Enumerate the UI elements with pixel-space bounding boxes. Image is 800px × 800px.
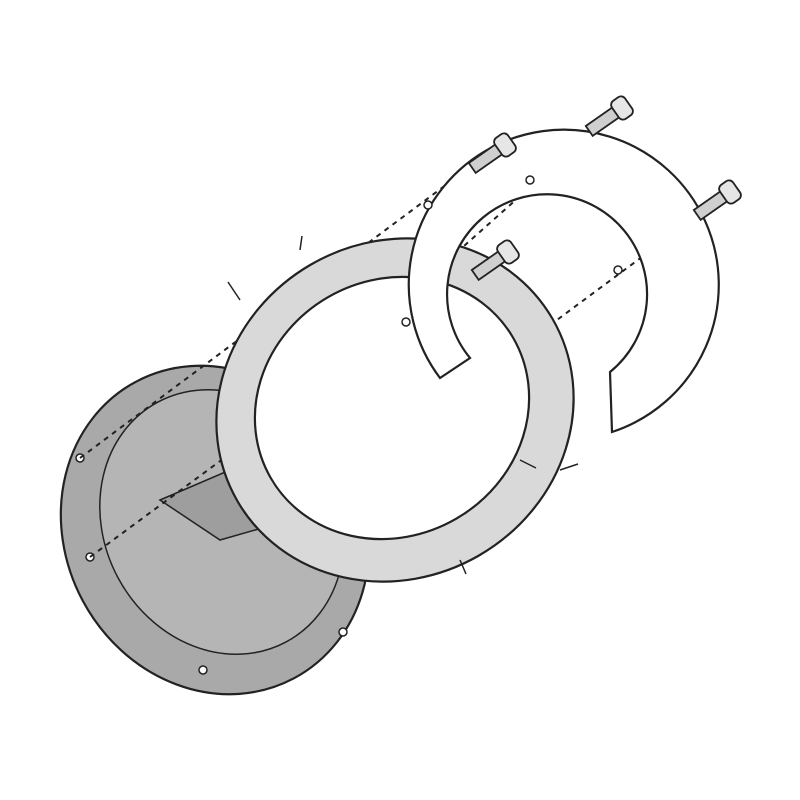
adapter-bracket bbox=[401, 128, 720, 434]
bolt-3 bbox=[692, 179, 742, 222]
bolt-4 bbox=[470, 239, 520, 282]
bolt-2 bbox=[584, 95, 634, 138]
bolt-1 bbox=[467, 132, 517, 175]
